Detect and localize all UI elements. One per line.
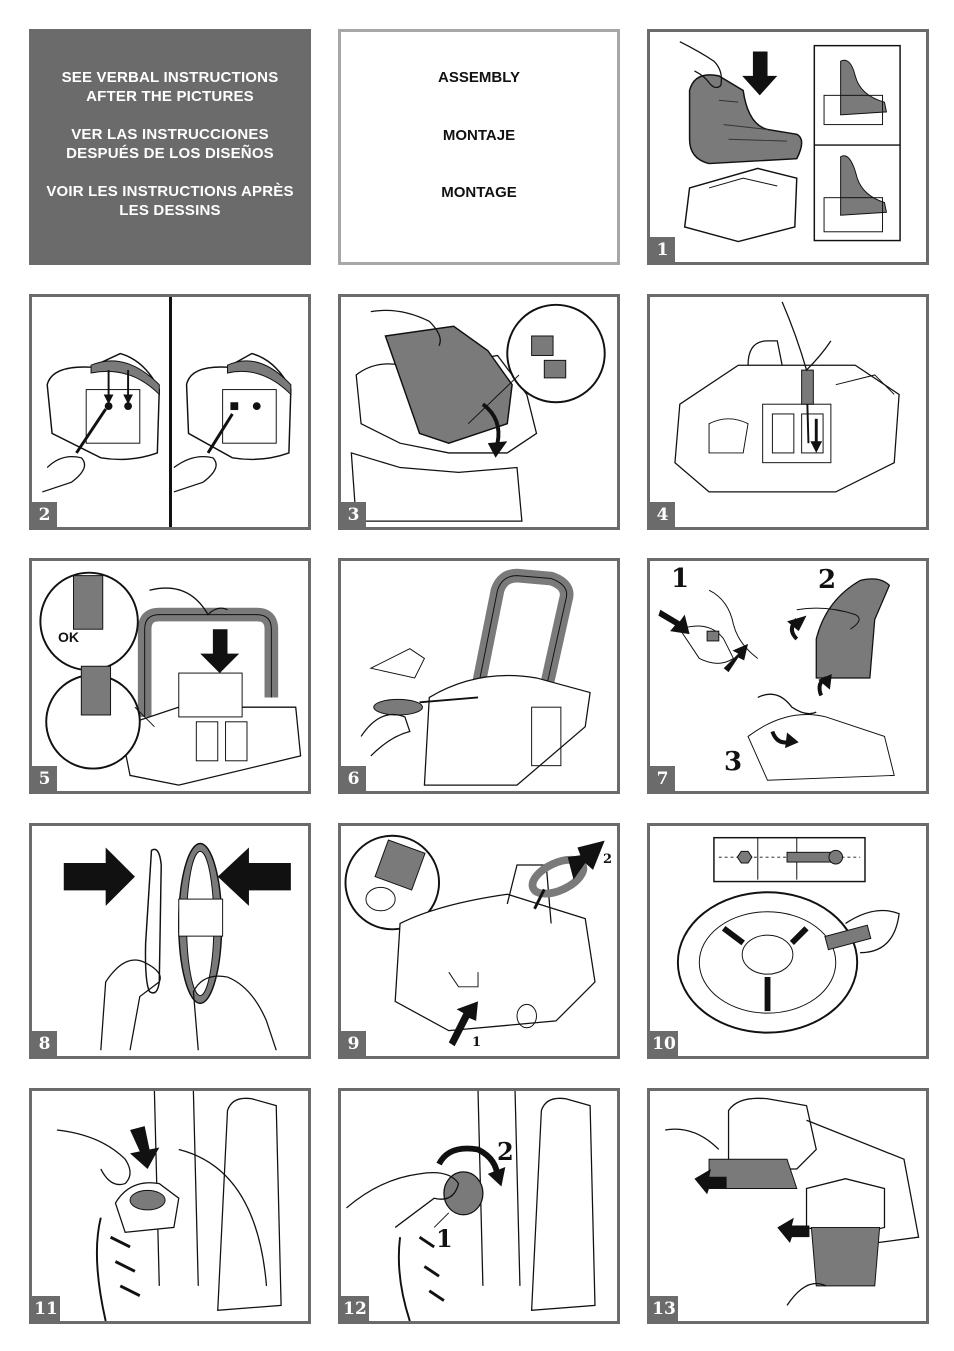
intro-english: SEE VERBAL INSTRUCTIONS AFTER THE PICTUR… [29,68,311,106]
step-7-panel: 1 2 3 7 [647,558,929,794]
step-9-illustration [344,834,605,1047]
step-5-illustration [39,571,302,786]
step-9-number: 9 [341,1031,366,1056]
step-9-sub-2: 2 [603,852,613,867]
step-5-panel: OK 5 [29,558,311,794]
step-4-illustration [674,301,900,493]
step-7-sub-3: 3 [724,747,743,777]
step-4-number: 4 [650,502,675,527]
step-3-illustration [350,303,606,522]
step-3-panel: 3 [338,294,620,530]
title-english: ASSEMBLY [438,69,520,86]
step-13-number: 13 [650,1296,678,1321]
step-12-illustration [346,1091,596,1321]
title-french: MONTAGE [441,184,517,201]
step-2-divider [169,297,172,527]
step-9-panel: 1 2 9 [338,823,620,1059]
step-11-illustration [56,1091,282,1321]
step-10-panel: 10 [647,823,929,1059]
step-10-illustration [676,836,900,1034]
title-spanish: MONTAJE [442,127,516,144]
step-2-number: 2 [32,502,57,527]
intro-english-line-1: SEE VERBAL INSTRUCTIONS [61,69,279,86]
step-11-number: 11 [32,1296,60,1321]
step-12-sub-2: 2 [497,1137,514,1166]
step-12-panel: 1 2 12 [338,1088,620,1324]
intro-spanish-line-2: DESPUÉS DE LOS DISEÑOS [66,145,274,162]
intro-instructions-panel: SEE VERBAL INSTRUCTIONS AFTER THE PICTUR… [29,29,311,265]
step-7-illustration [658,578,895,781]
step-5-number: 5 [32,766,57,791]
step-12-sub-1: 1 [436,1224,453,1253]
step-7-sub-1: 1 [671,564,690,594]
ok-label: OK [58,629,79,645]
step-1-illustration [679,41,901,243]
step-6-number: 6 [341,766,366,791]
assembly-title-panel: ASSEMBLY MONTAJE MONTAGE [338,29,620,265]
step-8-illustration [63,842,291,1051]
step-7-number: 7 [650,766,675,791]
step-1-panel: 1 [647,29,929,265]
intro-french: VOIR LES INSTRUCTIONS APRÈS LES DESSINS [29,182,311,220]
step-10-number: 10 [650,1031,678,1056]
step-12-number: 12 [341,1296,369,1321]
intro-french-line-2: LES DESSINS [119,202,221,219]
step-11-panel: 11 [29,1088,311,1324]
intro-french-line-1: VOIR LES INSTRUCTIONS APRÈS [46,183,294,200]
step-6-illustration [360,568,591,786]
step-8-panel: 8 [29,823,311,1059]
step-2-panel: 2 [29,294,311,530]
intro-spanish-line-1: VER LAS INSTRUCCIONES [71,126,269,143]
step-4-panel: 4 [647,294,929,530]
step-3-number: 3 [341,502,366,527]
intro-spanish: VER LAS INSTRUCCIONES DESPUÉS DE LOS DIS… [29,125,311,163]
step-9-sub-1: 1 [472,1035,482,1050]
step-7-sub-2: 2 [818,565,837,595]
step-1-number: 1 [650,237,675,262]
step-2-illustration [42,352,292,493]
step-13-panel: 13 [647,1088,929,1324]
step-13-illustration [665,1097,920,1306]
step-6-panel: 6 [338,558,620,794]
intro-english-line-2: AFTER THE PICTURES [86,88,254,105]
step-8-number: 8 [32,1031,57,1056]
